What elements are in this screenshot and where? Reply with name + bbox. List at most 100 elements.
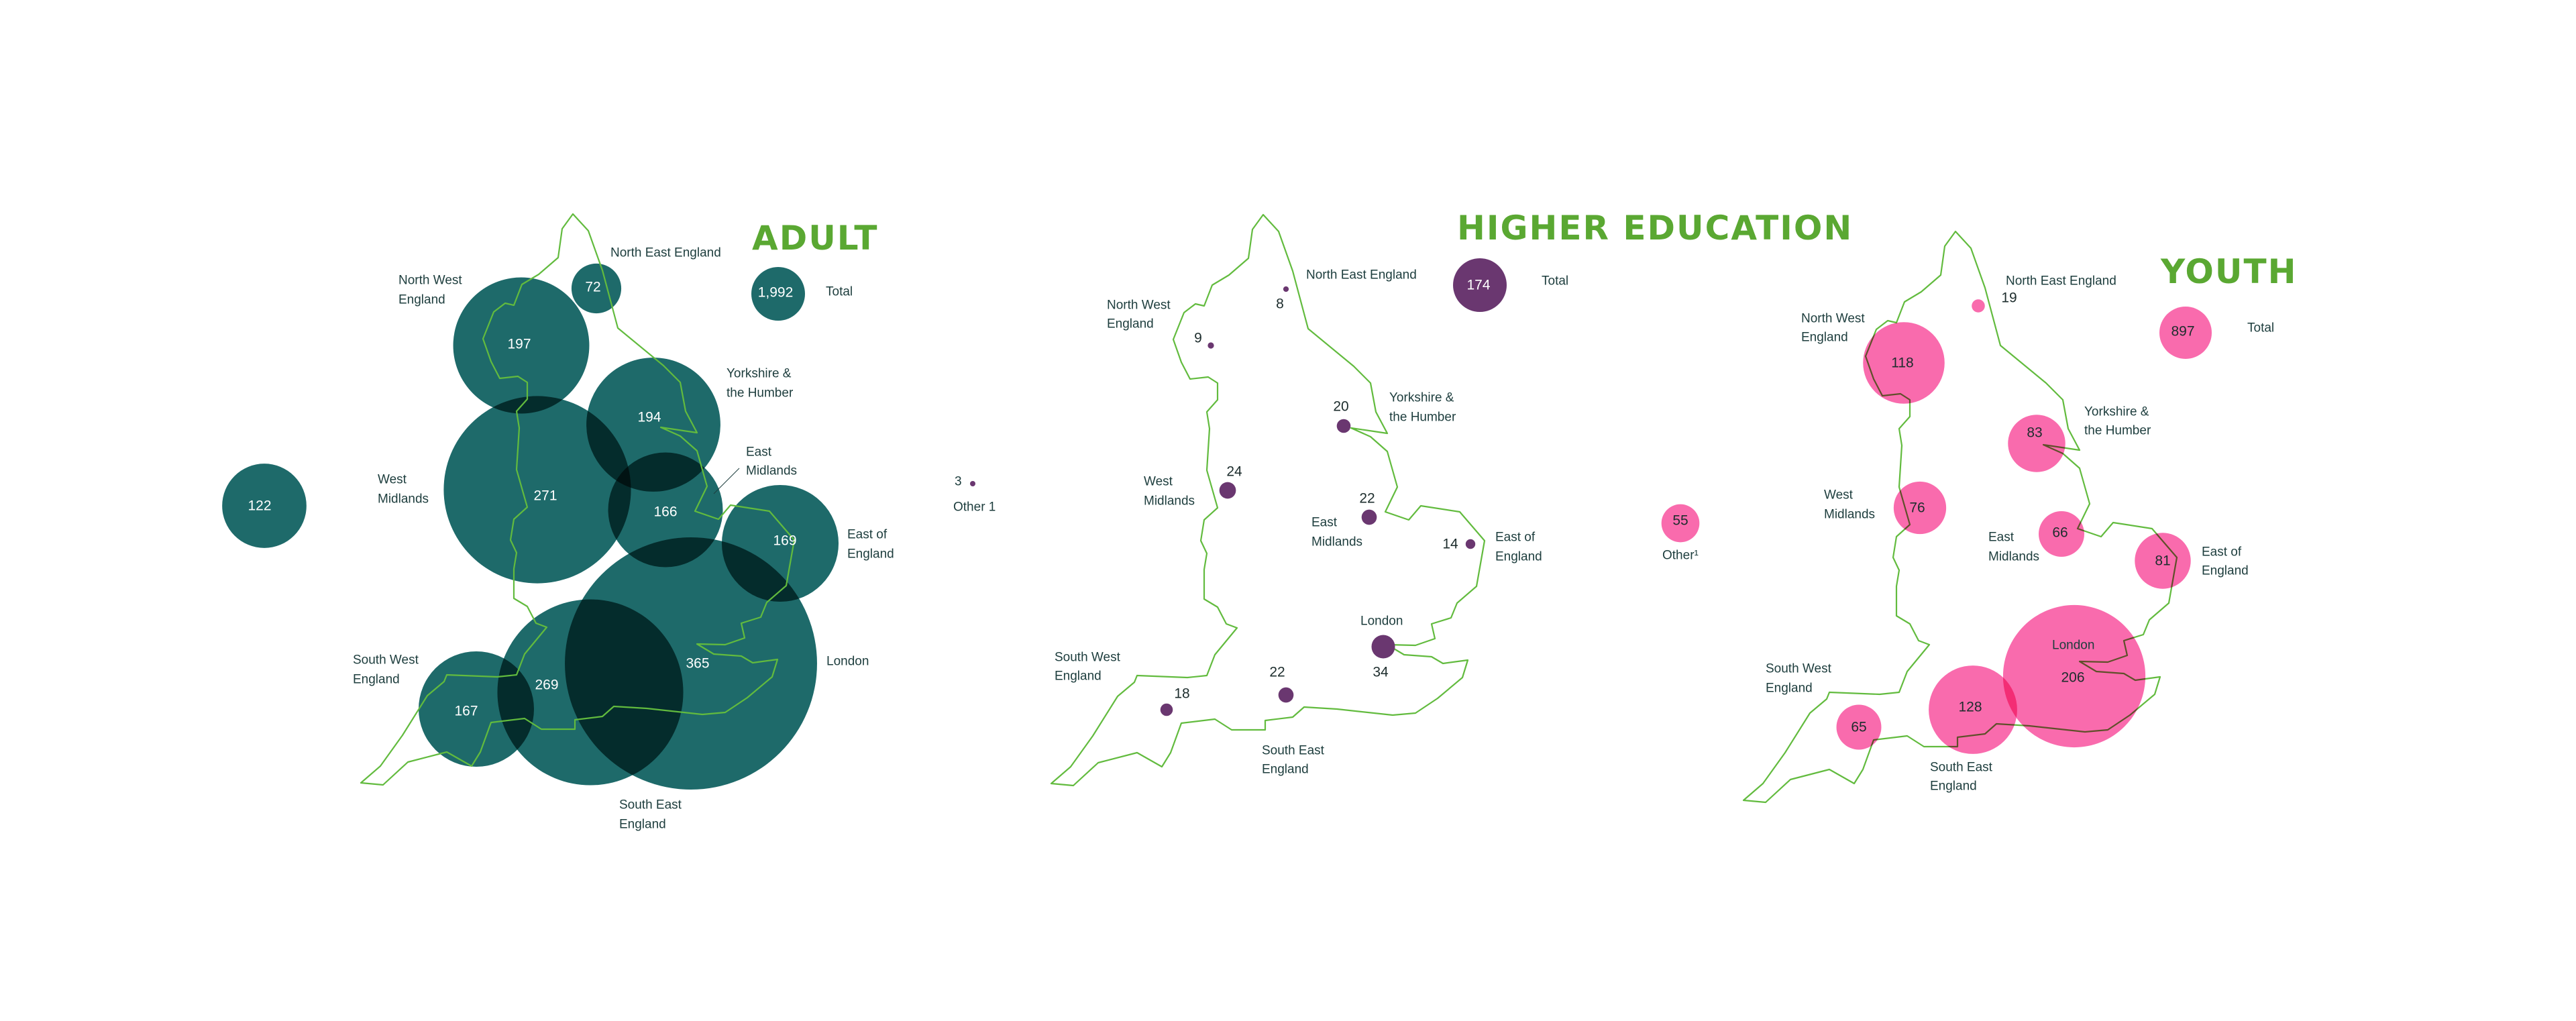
adult-label-east-midlands-2: Midlands [746,464,797,478]
he-value-east-of-england: 14 [1442,537,1458,552]
youth-label-south-west: South West [1766,662,1832,676]
adult-title: ADULT [752,219,879,258]
he-label-east-of-england-2: England [1495,550,1542,564]
he-other-label: Other 1 [953,500,996,515]
he-label-south-east-2: England [1262,763,1309,777]
he-total-bubble [1453,258,1507,312]
he-value-north-east: 8 [1276,297,1284,312]
adult-value-london: 365 [686,656,709,671]
youth-title: YOUTH [2160,252,2297,291]
youth-value-west-midlands: 76 [1909,500,1925,516]
higher-education-panel: HIGHER EDUCATION 3 Other 1 8 9 20 24 22 … [953,209,1851,787]
he-value-west-midlands: 24 [1226,464,1242,480]
he-bubble-north-east [1283,286,1289,292]
youth-label-yorkshire: Yorkshire & [2084,405,2149,419]
adult-label-yorkshire-2: the Humber [727,386,794,400]
he-label-north-west-2: England [1107,317,1154,331]
adult-label-london: London [826,655,869,669]
he-bubble-other [970,481,975,486]
he-label-east-midlands: East [1311,516,1338,530]
adult-value-yorkshire: 194 [637,410,661,425]
youth-panel: YOUTH 55 Other¹ 19 118 83 76 66 81 206 6… [1661,230,2297,804]
he-label-west-midlands-2: Midlands [1144,494,1195,508]
adult-value-north-east: 72 [585,280,600,295]
adult-label-east-of-england-2: England [847,547,894,561]
adult-bubble-unlabeled [222,464,307,548]
youth-bubble-yorkshire [2008,415,2065,472]
youth-label-west-midlands-2: Midlands [1824,508,1875,522]
youth-bubble-london [2002,604,2146,748]
youth-label-south-east-2: England [1930,780,1977,794]
youth-total-bubble [2159,307,2212,359]
he-label-north-west: North West [1107,299,1171,313]
he-bubble-east-of-england [1465,539,1476,549]
adult-value-east-of-england: 169 [773,533,796,549]
he-label-south-east: South East [1262,744,1325,758]
youth-total-value: 897 [2171,324,2194,339]
adult-label-north-west: North West [398,274,462,288]
he-label-east-of-england: East of [1495,531,1536,545]
adult-value-north-west: 197 [507,337,531,352]
adult-total-bubble [751,267,805,321]
adult-total-label: Total [826,285,853,299]
he-label-yorkshire-2: the Humber [1389,411,1456,425]
youth-bubble-south-west [1836,704,1882,750]
he-value-south-east: 22 [1269,665,1285,680]
youth-bubble-other [1661,504,1700,543]
youth-label-north-west: North West [1801,312,1865,326]
adult-value-east-midlands: 166 [653,504,677,520]
youth-total-label: Total [2247,321,2274,335]
adult-bubble-west-midlands [443,396,631,584]
youth-value-yorkshire: 83 [2027,425,2042,441]
youth-bubble-east-of-england [2135,533,2191,589]
youth-label-east-midlands-2: Midlands [1988,550,2039,564]
adult-label-east-of-england: East of [847,528,888,542]
adult-label-east-midlands: East [746,445,772,460]
youth-bubble-north-east [1972,299,1985,313]
youth-value-east-midlands: 66 [2052,525,2068,541]
he-label-yorkshire: Yorkshire & [1389,391,1454,405]
he-bubble-yorkshire [1336,419,1351,433]
he-label-south-west-2: England [1055,669,1102,684]
youth-value-london: 206 [2061,670,2084,686]
he-total-label: Total [1542,274,1568,288]
adult-east-midlands-leader-line [713,468,740,494]
adult-label-south-west: South West [353,653,419,667]
youth-value-east-of-england: 81 [2155,553,2170,569]
he-bubble-south-west [1160,703,1173,716]
he-value-north-west: 9 [1194,331,1202,346]
he-label-east-midlands-2: Midlands [1311,535,1362,549]
he-value-east-midlands: 22 [1359,491,1375,506]
he-label-london: London [1360,614,1403,629]
adult-label-yorkshire: Yorkshire & [727,367,792,381]
he-bubble-east-midlands [1361,509,1377,525]
youth-label-west-midlands: West [1824,488,1854,502]
youth-label-east-of-england-2: England [2202,564,2249,578]
youth-bubble-south-east [1929,665,2017,754]
adult-total-value: 1,992 [758,285,794,301]
he-value-yorkshire: 20 [1333,399,1348,415]
he-bubble-london [1371,635,1395,659]
adult-label-west-midlands-2: Midlands [378,492,429,506]
youth-value-north-west: 118 [1891,356,1913,371]
he-bubble-north-west [1208,342,1214,349]
adult-value-west-midlands: 271 [533,488,557,504]
he-value-london: 34 [1373,665,1389,680]
he-label-west-midlands: West [1144,475,1173,489]
youth-label-north-east: North East England [2006,274,2116,288]
adult-panel: ADULT 122 72 197 194 271 166 169 365 167… [222,213,894,832]
he-bubble-west-midlands [1219,482,1236,499]
adult-label-west-midlands: West [378,473,407,487]
youth-other-label: Other¹ [1662,549,1699,563]
adult-value-unlabeled: 122 [248,498,271,514]
adult-bubble-south-east [497,599,684,786]
adult-bubble-north-east [571,263,622,314]
adult-label-north-east: North East England [610,246,721,260]
he-label-south-west: South West [1055,651,1121,665]
youth-label-south-east: South East [1930,761,1993,775]
he-value-south-west: 18 [1174,686,1189,702]
youth-bubble-north-west [1863,322,1945,404]
he-other-value: 3 [955,475,962,489]
he-bubble-south-east [1278,687,1294,703]
